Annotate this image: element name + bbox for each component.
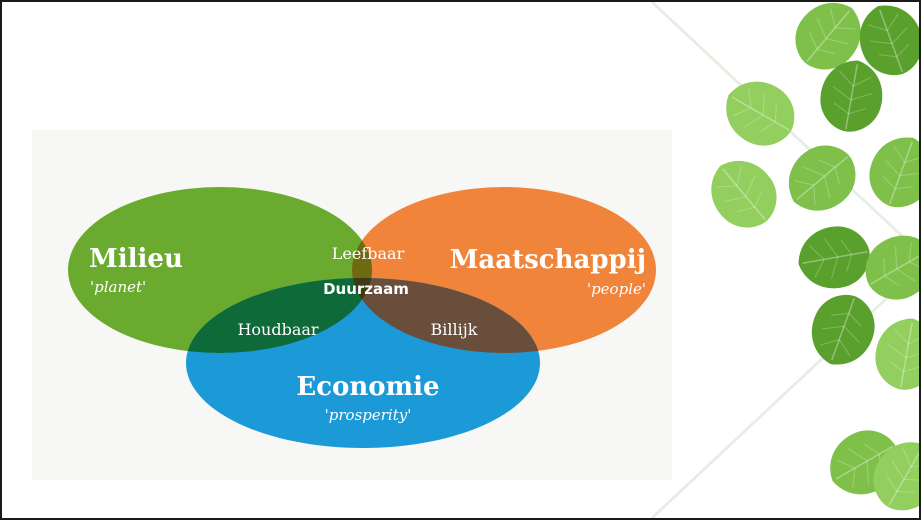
milieu-title: Milieu — [89, 244, 183, 274]
leaf-icon — [712, 67, 808, 159]
leaf-icon — [800, 285, 885, 376]
billijk-label: Billijk — [431, 320, 478, 339]
leaf-icon — [695, 145, 791, 242]
economie-title: Economie — [296, 372, 439, 402]
leaf-icon — [859, 126, 919, 217]
billijk-region — [352, 278, 540, 353]
houdbaar-region — [186, 278, 372, 353]
leaf-decoration — [695, 2, 919, 518]
leaf-icon — [792, 220, 876, 295]
maatschappij-subtitle: 'people' — [587, 280, 646, 298]
milieu-subtitle: 'planet' — [90, 278, 146, 296]
leaf-icon — [869, 312, 919, 396]
leefbaar-label: Leefbaar — [332, 244, 405, 263]
houdbaar-label: Houdbaar — [237, 320, 318, 339]
leaf-icon — [773, 131, 870, 227]
maatschappij-title: Maatschappij — [450, 245, 646, 275]
duurzaam-label: Duurzaam — [323, 280, 409, 298]
economie-subtitle: 'prosperity' — [325, 406, 412, 424]
